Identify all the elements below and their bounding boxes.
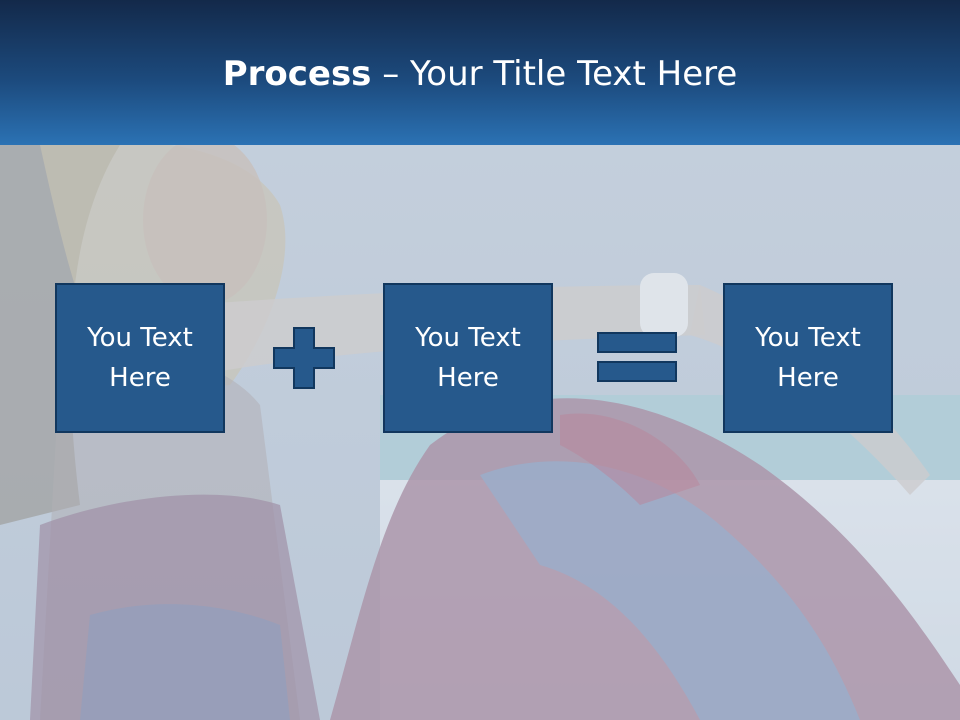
process-box-2-label: You Text Here xyxy=(415,323,521,393)
title-bar: Process – Your Title Text Here xyxy=(0,0,960,145)
slide-title-rest: – Your Title Text Here xyxy=(371,54,738,94)
plus-icon xyxy=(273,327,335,389)
process-box-3-label: You Text Here xyxy=(755,323,861,393)
slide-title: Process – Your Title Text Here xyxy=(0,52,960,96)
process-box-3[interactable]: You Text Here xyxy=(723,283,893,433)
process-box-2[interactable]: You Text Here xyxy=(383,283,553,433)
process-box-1[interactable]: You Text Here xyxy=(55,283,225,433)
equals-icon xyxy=(597,332,677,382)
slide-title-bold: Process xyxy=(222,54,372,94)
process-box-1-label: You Text Here xyxy=(87,323,193,393)
